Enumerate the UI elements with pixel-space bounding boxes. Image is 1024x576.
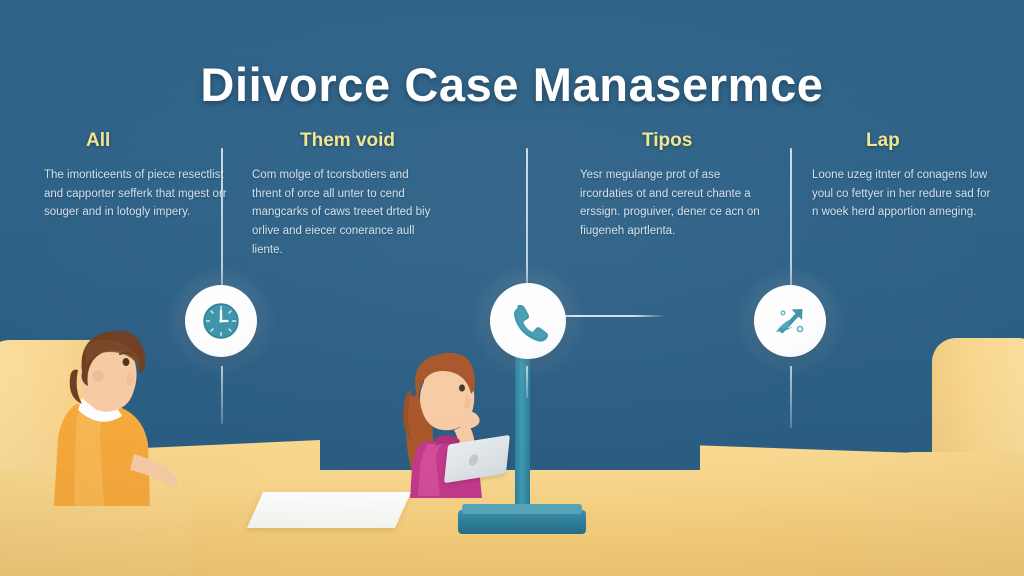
clock-icon: [203, 303, 239, 339]
column-2: Them void Com molge of tcorsbotiers and …: [252, 130, 437, 259]
connector-line-horizontal: [562, 315, 666, 317]
connector-line-1: [221, 148, 223, 296]
laptop-logo-icon: [468, 453, 479, 467]
microphone-base: [458, 510, 586, 534]
person-left-illustration: [54, 330, 178, 506]
icon-badge-phone[interactable]: [490, 283, 566, 359]
column-2-body: Com molge of tcorsbotiers and thrent of …: [252, 169, 431, 256]
connector-line-3-lower: [790, 366, 792, 428]
column-4: Lap Loone uzeg itnter of conagens low yo…: [812, 130, 997, 222]
column-1-body: The imonticeents of piece resectlist and…: [44, 169, 227, 219]
document-paper: [246, 492, 412, 528]
connector-line-2: [526, 148, 528, 296]
column-3: Tipos Yesr megulange prot of ase ircorda…: [580, 130, 765, 241]
column-group: All The imonticeents of piece resectlist…: [0, 130, 1024, 280]
microphone-base-top: [462, 504, 582, 514]
column-1: All The imonticeents of piece resectlist…: [44, 130, 229, 222]
column-1-heading: All: [86, 130, 111, 151]
column-3-heading: Tipos: [642, 130, 693, 151]
column-2-heading: Them void: [300, 130, 396, 151]
connector-line-1-lower: [221, 366, 223, 424]
column-3-body: Yesr megulange prot of ase ircordaties o…: [580, 169, 760, 237]
column-4-heading: Lap: [866, 130, 900, 151]
chair-right-seat: [868, 452, 1024, 576]
column-4-body: Loone uzeg itnter of conagens low youl c…: [812, 169, 991, 219]
connector-line-2-lower: [526, 366, 528, 398]
phone-icon: [514, 304, 549, 342]
icon-badge-clock[interactable]: [185, 285, 257, 357]
page-title: Diivorce Case Manasermce: [200, 58, 824, 112]
growth-arrow-icon: [776, 309, 804, 334]
connector-line-3: [790, 148, 792, 296]
icon-badge-growth-arrow[interactable]: [754, 285, 826, 357]
